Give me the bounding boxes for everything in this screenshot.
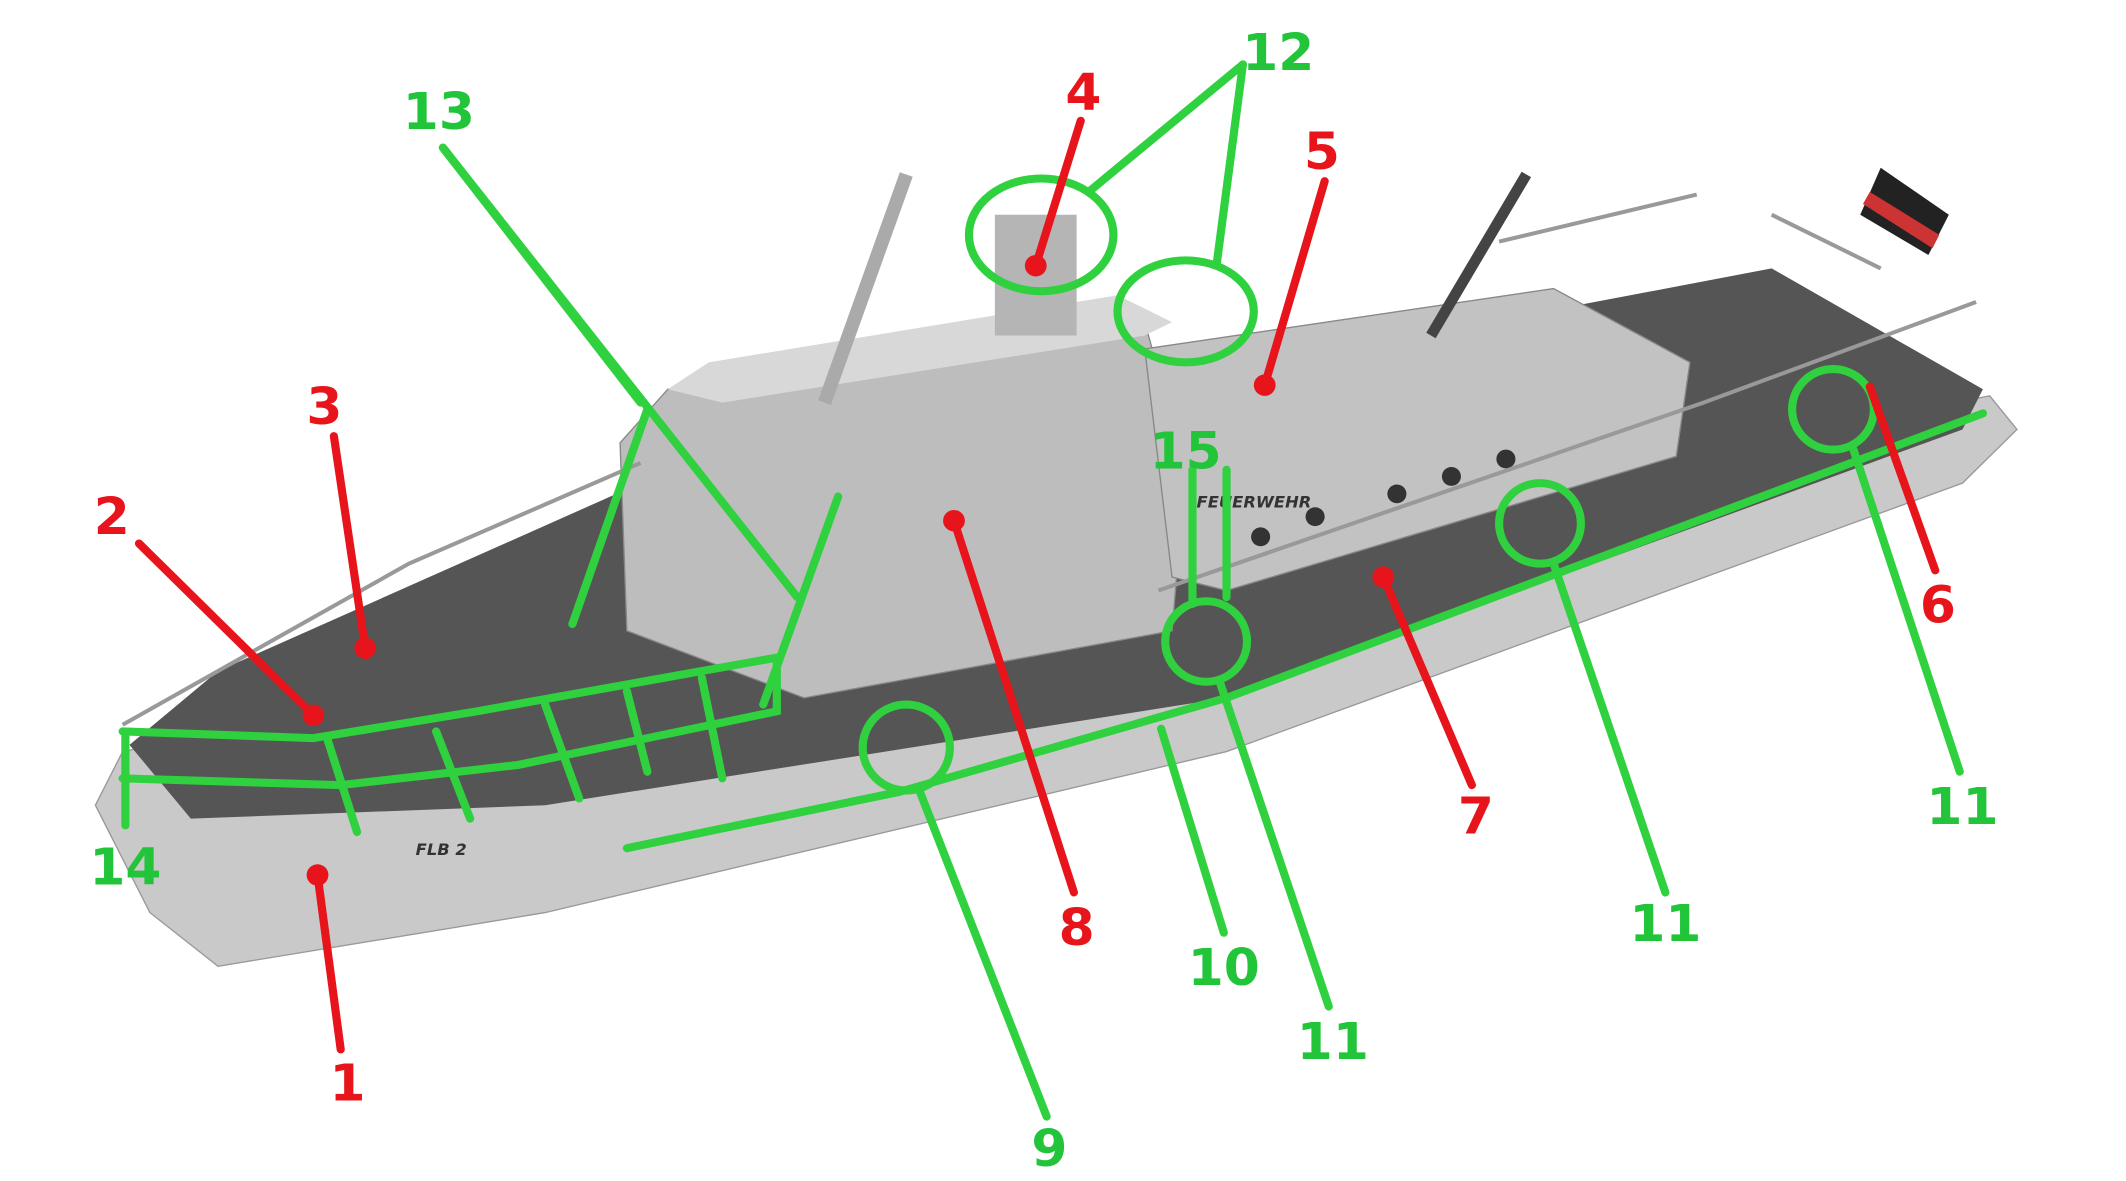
callout-2: 2 [94,487,130,547]
hull-marking: FLB 2 [416,840,467,859]
callout-4: 4 [1065,63,1101,123]
callout-3: 3 [306,377,342,437]
red-callouts [134,116,1940,1054]
mast [818,172,913,405]
callout-7: 7 [1458,787,1494,847]
callout-11-b: 11 [1629,894,1701,954]
callout-11-a: 11 [1297,1012,1369,1072]
callout-8: 8 [1059,898,1095,958]
callout-13: 13 [403,82,475,142]
flag-red-stripe [1862,191,1940,249]
callout-12: 12 [1242,23,1314,83]
porthole-icons [1251,449,1516,547]
boat-illustration: FLB 2 FEUERWEHR [94,167,2018,967]
callout-14: 14 [89,838,161,898]
callout-5: 5 [1304,122,1340,182]
railing [121,192,1977,727]
callout-1: 1 [330,1054,366,1114]
callout-9: 9 [1031,1120,1067,1180]
callout-15: 15 [1150,422,1222,482]
cabin-marking: FEUERWEHR [1197,492,1312,511]
green-callouts [118,60,1987,1121]
water-cannon [1426,171,1532,339]
callout-6: 6 [1920,576,1956,636]
callout-11-c: 11 [1926,777,1998,837]
aft-cabin [1144,287,1691,592]
callout-10: 10 [1188,938,1260,998]
